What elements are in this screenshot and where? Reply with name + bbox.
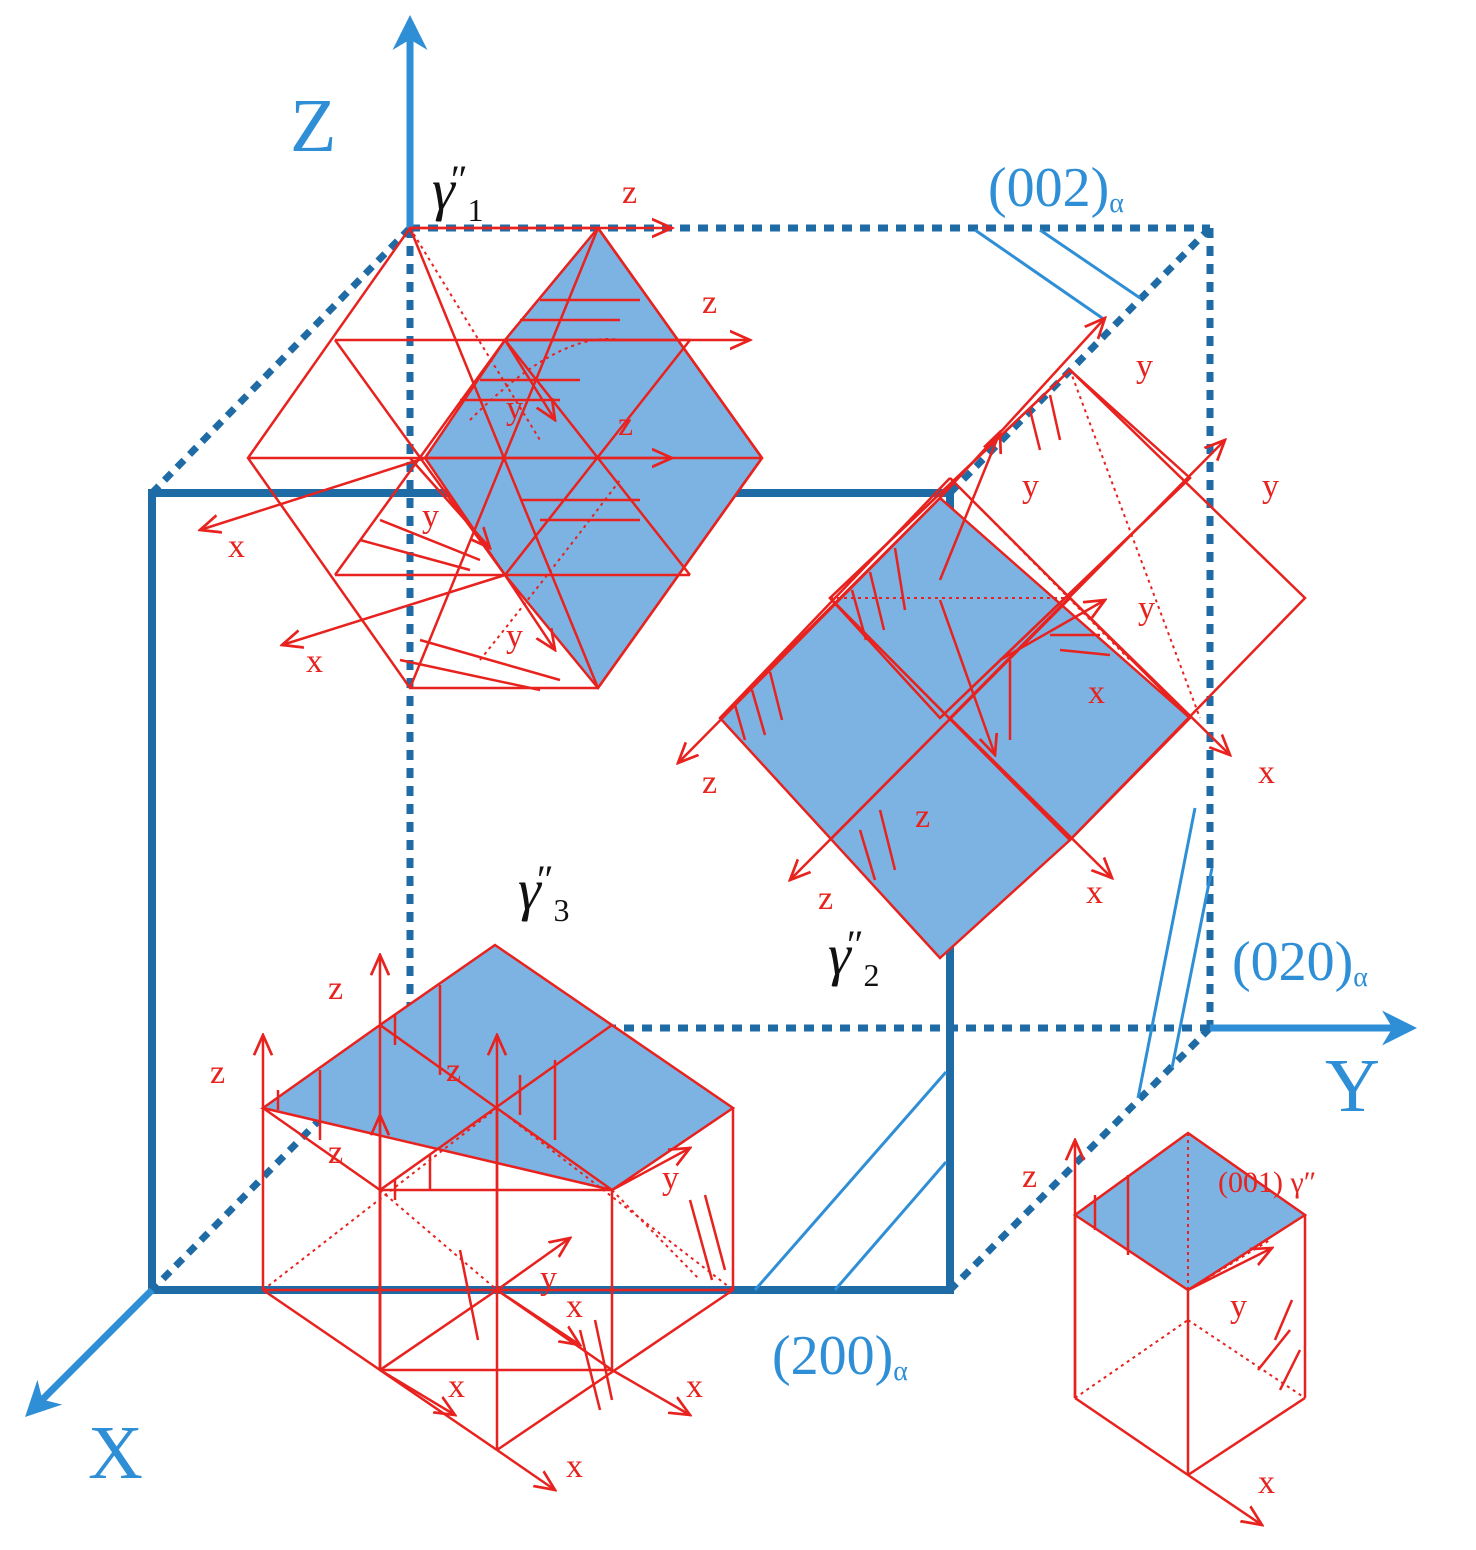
g1-z-label-2: z [702, 284, 718, 321]
g2-y-label-1: y [1136, 348, 1153, 385]
g2-y-label-4: y [1138, 590, 1155, 627]
g1-y-label-1: y [506, 390, 523, 427]
unit-cell-g [1072, 1131, 1308, 1525]
g2-x-label-2: x [1258, 754, 1275, 791]
g2-z-label-3: z [818, 880, 834, 917]
g2-y-label-3: y [1262, 468, 1279, 505]
cell-y-label: y [1230, 1288, 1247, 1325]
variant-g3-label: γ″3 [518, 857, 570, 928]
plane-020-label: (020)α [1232, 931, 1368, 993]
precipitate-g1 [200, 228, 764, 692]
global-axes [25, 15, 1417, 1417]
plane-200-label: (200)α [772, 1325, 908, 1387]
g3-z-label-3: z [446, 1052, 462, 1089]
g3-y-label-1: y [662, 1160, 679, 1197]
y-axis-label: Y [1325, 1044, 1380, 1128]
cell-z-label: z [1022, 1158, 1038, 1195]
g3-x-label-2: x [686, 1368, 703, 1405]
g1-z-label-3: z [618, 406, 634, 443]
g1-z-label-1: z [622, 174, 638, 211]
g1-x-label-1: x [228, 528, 245, 565]
g2-x-label-3: x [1086, 874, 1103, 911]
plane-002-label: (002)α [988, 157, 1124, 219]
precipitate-g2 [678, 318, 1307, 960]
g1-y-label-3: y [506, 618, 523, 655]
g2-z-label-1: z [702, 764, 718, 801]
g3-y-label-2: y [540, 1260, 557, 1297]
g1-x-label-2: x [306, 643, 323, 680]
g2-z-label-2: z [915, 798, 931, 835]
g2-x-label-1: x [1088, 674, 1105, 711]
g3-z-label-4: z [328, 1134, 344, 1171]
g3-x-label-4: x [566, 1288, 583, 1325]
g3-z-label-1: z [328, 970, 344, 1007]
variant-g1-label: γ″1 [432, 157, 484, 228]
g3-x-label-1: x [448, 1368, 465, 1405]
g1-y-label-2: y [422, 498, 439, 535]
z-axis-label: Z [290, 84, 337, 168]
g3-z-label-2: z [210, 1054, 226, 1091]
g3-x-label-3: x [566, 1448, 583, 1485]
g2-habit-plane [718, 496, 1192, 960]
plane-indicator-lines [753, 228, 1214, 1291]
unit-cell-label: (001) γ″ [1218, 1166, 1317, 1199]
g2-y-label-2: y [1022, 468, 1039, 505]
precipitate-g3 [263, 943, 736, 1490]
variant-g2-label: γ″2 [828, 922, 880, 993]
x-axis-arrow [25, 1287, 155, 1417]
unit-cell-top-plane [1072, 1131, 1308, 1292]
x-axis-label: X [88, 1411, 143, 1495]
cube-back-face [149, 224, 1214, 1293]
cell-x-label: x [1258, 1464, 1275, 1501]
